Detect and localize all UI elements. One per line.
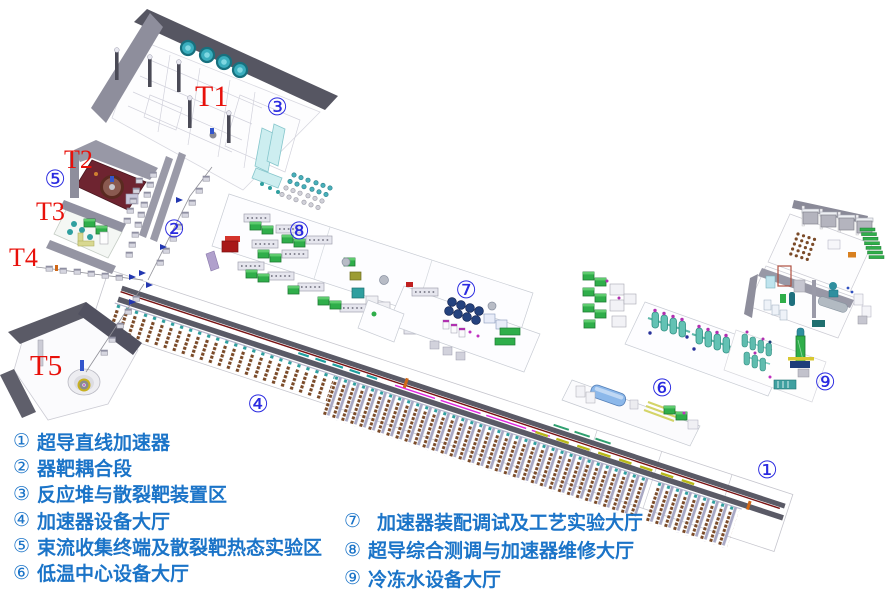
reactor-area — [251, 123, 286, 194]
marker-4: ④ — [247, 390, 269, 418]
t2-room — [70, 140, 158, 211]
legend-item-7: ⑦ 加速器装配调试及工艺实验大厅 — [344, 507, 643, 536]
t1-wireframe — [127, 54, 301, 173]
t3-room — [46, 200, 126, 274]
legend-item-1: ① 超导直线加速器 — [13, 428, 322, 454]
green-rack-rows — [859, 227, 885, 259]
legend-item-6: ⑥ 低温中心设备大厅 — [13, 559, 322, 586]
legend-text-8: 超导综合测调与加速器维修大厅 — [368, 541, 635, 563]
chiller-compressors — [741, 330, 773, 372]
equipment-racks — [108, 303, 740, 549]
legend-left-column: ① 超导直线加速器 ② 器靶耦合段 ③ 反应堆与散裂靶装置区 ④ 加速器设备大厅 ⑤ 束流… — [13, 428, 322, 586]
legend-num-8: ⑧ — [344, 538, 362, 561]
legend-item-9: ⑨ 冷冻水设备大厅 — [344, 564, 643, 593]
coupling-corridor — [123, 152, 213, 281]
legend-num-6: ⑥ — [13, 561, 31, 584]
marker-3: ③ — [266, 93, 288, 121]
marker-9: ⑨ — [814, 368, 836, 396]
t4-beamline — [35, 265, 144, 281]
legend-text-2: 器靶耦合段 — [37, 458, 133, 480]
legend-text-3: 反应堆与散裂靶装置区 — [37, 485, 228, 507]
legend-text-5: 束流收集终端及散裂靶热态实验区 — [37, 537, 323, 559]
marker-7: ⑦ — [455, 276, 477, 304]
legend-num-7: ⑦ — [344, 510, 362, 533]
legend-item-2: ② 器靶耦合段 — [13, 454, 322, 480]
marker-6: ⑥ — [651, 374, 673, 402]
brown-pallet-grid — [789, 232, 817, 261]
cylinder-grid — [279, 172, 333, 211]
assembly-hall-7 — [357, 282, 541, 373]
cryo-tank-platform — [561, 379, 701, 447]
legend-item-5: ⑤ 束流收集终端及散裂靶热态实验区 — [13, 533, 322, 559]
marker-1: ① — [756, 456, 778, 484]
legend-text-4: 加速器设备大厅 — [37, 511, 171, 533]
marker-2: ② — [163, 215, 185, 243]
crane-unit — [768, 327, 814, 390]
legend-text-9: 冷冻水设备大厅 — [368, 569, 502, 591]
linac-hall — [89, 269, 794, 553]
turbine — [179, 39, 197, 57]
legend-num-5: ⑤ — [13, 535, 31, 558]
legend-right-column: ⑦ 加速器装配调试及工艺实验大厅 ⑧ 超导综合测调与加速器维修大厅 ⑨ 冷冻水设备大厅 — [344, 507, 643, 593]
legend-num-4: ④ — [13, 509, 31, 532]
legend-text-7: 加速器装配调试及工艺实验大厅 — [377, 512, 644, 534]
t5-hall — [0, 302, 142, 421]
building-label-t2: T2 — [64, 145, 93, 174]
building-label-t4: T4 — [9, 243, 38, 272]
legend-num-9: ⑨ — [344, 567, 362, 590]
legend-num-3: ③ — [13, 482, 31, 505]
t5-beamline — [85, 270, 153, 373]
building-label-t3: T3 — [36, 197, 65, 226]
legend-item-4: ④ 加速器设备大厅 — [13, 507, 322, 533]
cryomodule-cylinders — [444, 297, 484, 325]
legend-num-2: ② — [13, 456, 31, 479]
chiller-hall-9 — [723, 200, 885, 403]
legend-text-6: 低温中心设备大厅 — [37, 564, 190, 586]
legend-text-1: 超导直线加速器 — [37, 432, 171, 454]
building-label-t1: T1 — [195, 80, 229, 113]
legend-item-8: ⑧ 超导综合测调与加速器维修大厅 — [344, 536, 643, 565]
green-compressor-boxes — [582, 271, 637, 329]
cooling-tower — [801, 208, 820, 225]
legend-item-3: ③ 反应堆与散裂靶装置区 — [13, 481, 322, 507]
marker-5: ⑤ — [44, 165, 66, 193]
marker-8: ⑧ — [288, 217, 310, 245]
building-label-t5: T5 — [30, 350, 63, 382]
legend-num-1: ① — [13, 430, 31, 453]
